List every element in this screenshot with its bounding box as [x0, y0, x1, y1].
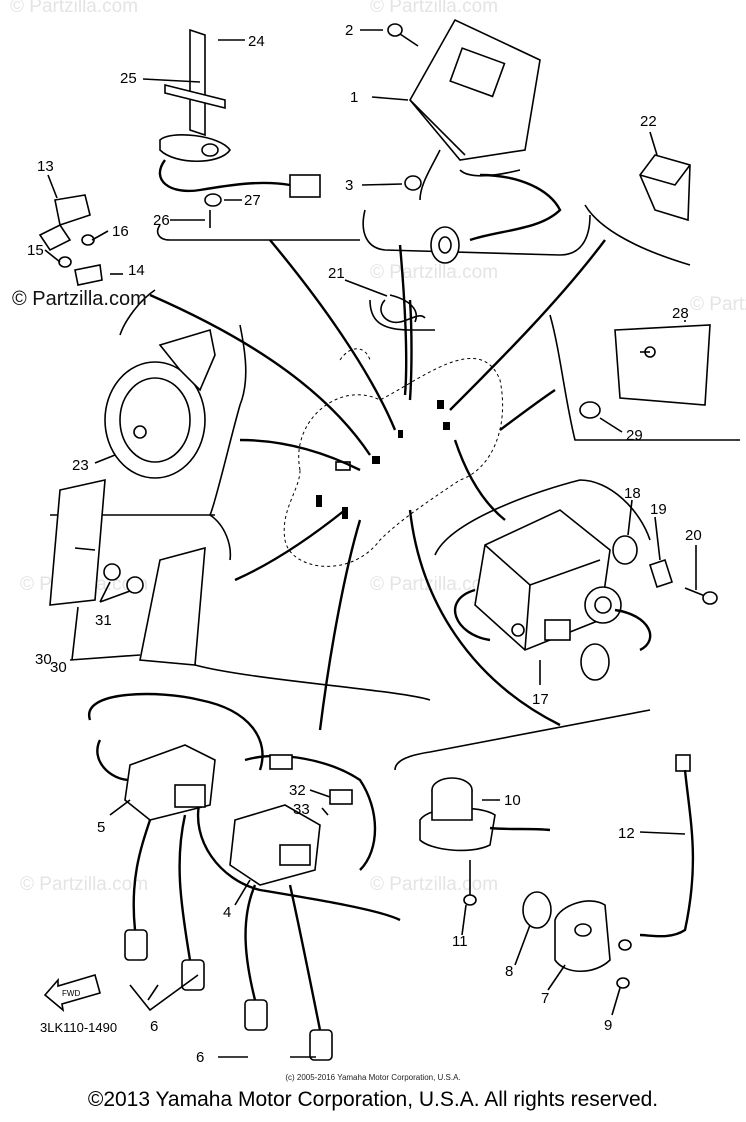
callout-22: 22 [640, 113, 657, 130]
nut-29 [579, 401, 601, 419]
callout-23: 23 [72, 457, 89, 474]
callout-5: 5 [97, 819, 105, 836]
reflector-30-upper [49, 478, 106, 606]
callout-21: 21 [328, 265, 345, 282]
watermark-1: © Partzilla.com [10, 0, 138, 17]
reflector-30-lower [139, 546, 206, 666]
callout-32: 32 [289, 782, 306, 799]
leader-lines [149, 239, 606, 731]
callout-26: 26 [153, 212, 170, 229]
watermark-6: © Partzilla.com [370, 574, 498, 595]
fwd-label: FWD [62, 989, 80, 998]
callout-6a: 6 [150, 1018, 158, 1035]
parts-18-19-20 [612, 535, 718, 605]
callout-1: 1 [350, 89, 358, 106]
callout-12: 12 [618, 825, 635, 842]
frame-outline [283, 348, 504, 567]
lead-12 [639, 754, 695, 938]
callout-18: 18 [624, 485, 641, 502]
clamp-21 [380, 294, 426, 324]
horn-23 [104, 328, 216, 479]
callout-7: 7 [541, 990, 549, 1007]
callout-19: 19 [650, 501, 667, 518]
callout-2: 2 [345, 22, 353, 39]
level-sensor [158, 28, 321, 228]
callout-33: 33 [293, 801, 310, 818]
watermark-2: © Partzilla.com [370, 0, 498, 17]
watermark-3: © Partzilla.com [370, 262, 498, 283]
callout-6b: 6 [196, 1049, 204, 1066]
callout-15: 15 [27, 242, 44, 259]
watermark-7: © Partzilla.com [20, 874, 148, 895]
callout-30-upper: 30 [35, 651, 52, 668]
cover-7 [522, 891, 632, 989]
diagram-code: 3LK110-1490 [40, 1020, 117, 1035]
callout-4: 4 [223, 904, 231, 921]
actuator-17 [454, 509, 652, 681]
callout-16: 16 [112, 223, 129, 240]
watermark-8: © Partzilla.com [370, 874, 498, 895]
small-copyright: (c) 2005-2016 Yamaha Motor Corporation, … [285, 1073, 461, 1082]
grommet-3 [404, 175, 422, 191]
callout-28: 28 [672, 305, 689, 322]
callout-3: 3 [345, 177, 353, 194]
callout-14: 14 [128, 262, 145, 279]
callout-numbers: 1 2 3 24 25 27 26 13 16 15 14 21 22 28 2… [27, 22, 702, 1066]
relay-22 [639, 154, 691, 222]
sensor-10 [419, 777, 551, 906]
callout-25: 25 [120, 70, 137, 87]
callout-24: 24 [248, 33, 265, 50]
callout-17: 17 [532, 691, 549, 708]
callout-20: 20 [685, 527, 702, 544]
callout-10: 10 [504, 792, 521, 809]
callout-11: 11 [452, 933, 468, 950]
cdi-unit [409, 18, 562, 264]
callout-29: 29 [626, 427, 643, 444]
partzilla-logo: © Partzilla.com [12, 288, 147, 310]
callout-8: 8 [505, 963, 513, 980]
group-brackets [50, 204, 740, 771]
callout-9: 9 [604, 1017, 612, 1034]
screw-2 [387, 23, 419, 47]
ignition-coils [88, 692, 401, 1061]
callout-31: 31 [95, 612, 112, 629]
callout-leaders [44, 29, 697, 1058]
callout-27: 27 [244, 192, 261, 209]
watermark-4: © Partzilla.com [690, 294, 746, 315]
callout-13: 13 [37, 158, 54, 175]
copyright-notice: ©2013 Yamaha Motor Corporation, U.S.A. A… [87, 1088, 659, 1111]
callout-30-lower: 30 [50, 659, 67, 676]
panel-28 [614, 324, 711, 406]
nuts-31 [103, 563, 144, 594]
fwd-arrow: FWD [43, 974, 101, 1012]
switch-13 [38, 194, 103, 286]
